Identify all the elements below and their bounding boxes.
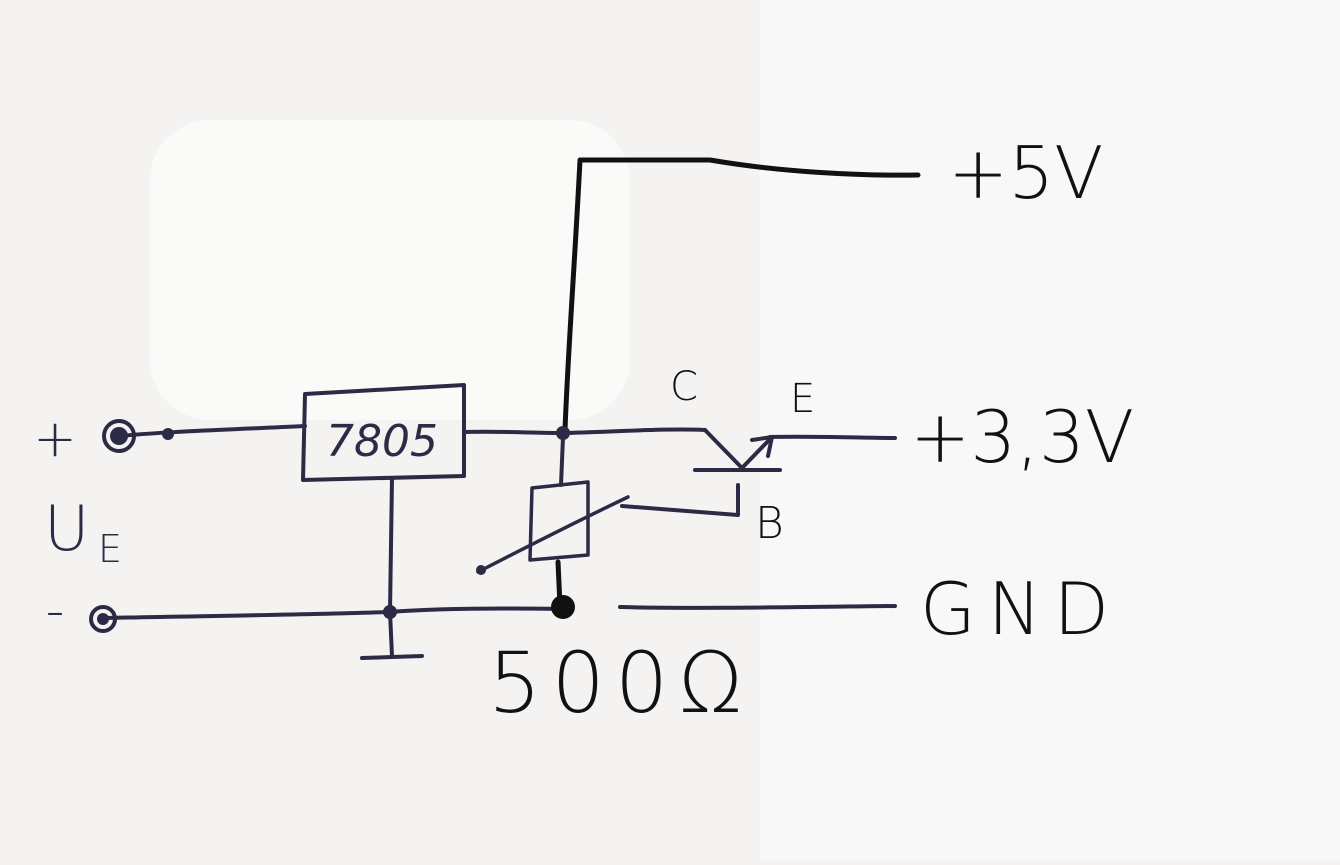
junction-dot-icon xyxy=(556,426,570,440)
transistor-emitter-arrow xyxy=(750,435,774,458)
input-terminal-core xyxy=(97,613,109,625)
pot-wiper-end xyxy=(476,565,486,575)
output-3v3-label: +3,3V xyxy=(910,395,1134,479)
wire-ground-right xyxy=(618,604,897,610)
output-gnd-label: GND xyxy=(920,567,1121,651)
base-label: B xyxy=(755,498,784,549)
regulator-7805: 7805 xyxy=(301,383,466,482)
npn-transistor-icon xyxy=(693,428,782,472)
wire-collector xyxy=(560,427,707,435)
input-terminal-icon xyxy=(102,419,136,453)
wire-regulator-ground xyxy=(388,476,394,658)
potentiometer-value-label: 500Ω xyxy=(488,634,753,732)
input-terminal-icon xyxy=(89,605,117,633)
input-voltage-label: U xyxy=(44,492,89,565)
input-plus-label: + xyxy=(33,409,77,469)
input-minus-label: - xyxy=(46,581,65,641)
wire-3v3-out xyxy=(768,434,897,440)
input-terminal-core xyxy=(110,427,128,445)
transistor-collector-leg xyxy=(703,428,744,470)
transistor-emitter-leg xyxy=(740,435,774,470)
regulator-label: 7805 xyxy=(326,416,438,467)
wire-regulator-out xyxy=(464,429,564,435)
wire-5v-out xyxy=(562,157,921,433)
input-voltage-subscript: E xyxy=(98,527,122,571)
junction-dot-icon xyxy=(162,428,174,440)
paper-glare-right xyxy=(760,0,1340,860)
potentiometer-icon xyxy=(476,480,630,575)
pot-wiper-arrow xyxy=(476,495,630,574)
input-terminal-minus xyxy=(89,605,117,633)
collector-label: C xyxy=(670,364,698,410)
junction-dot-icon xyxy=(383,605,397,619)
paper-glare xyxy=(150,120,630,420)
regulator-box xyxy=(301,383,466,482)
wire-pot-top xyxy=(559,435,565,487)
wire-base xyxy=(620,483,740,517)
ground-symbol-icon xyxy=(360,654,424,660)
emitter-label: E xyxy=(790,376,815,422)
pot-body xyxy=(528,480,590,562)
input-terminal-plus xyxy=(102,419,174,453)
junction-dot-icon xyxy=(551,595,575,619)
wire-ground-left xyxy=(103,606,564,620)
output-5v-label: +5V xyxy=(948,131,1103,215)
